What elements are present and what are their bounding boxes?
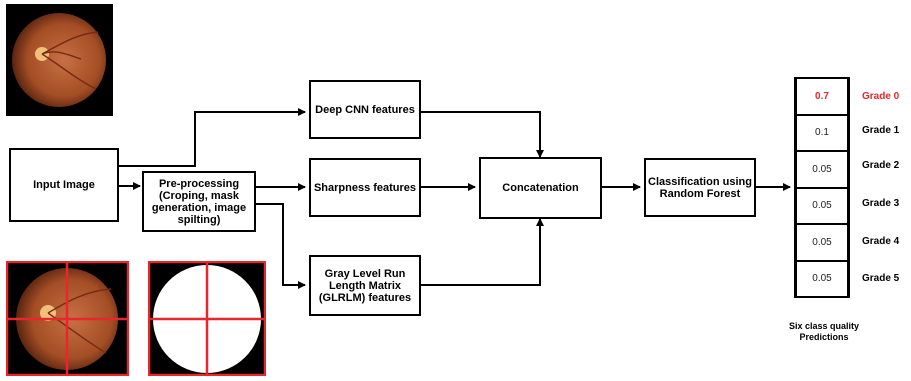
grade-label: Grade 3	[862, 198, 900, 209]
glrlm-features-node: Gray Level Run Length Matrix (GLRLM) fea…	[309, 255, 421, 316]
split-mask-image	[148, 261, 266, 376]
input-image-label: Input Image	[33, 179, 95, 191]
preprocessing-node: Pre-processing (Croping, mask generation…	[142, 171, 256, 232]
prediction-value-cell: 0.1	[796, 114, 848, 151]
classification-label: Classification using Random Forest	[648, 175, 752, 200]
classification-node: Classification using Random Forest	[644, 158, 756, 217]
grade-label: Grade 0	[862, 91, 900, 102]
sharpness-features-label: Sharpness features	[313, 181, 417, 194]
grade-label: Grade 2	[862, 160, 900, 171]
fundus-image	[6, 4, 113, 116]
prediction-value-cell: 0.05	[796, 187, 848, 224]
grade-label: Grade 1	[862, 125, 900, 136]
prediction-value-cell: 0.05	[796, 224, 848, 261]
grade-label: Grade 5	[862, 273, 900, 284]
input-image-node: Input Image	[9, 148, 119, 222]
predictions-caption: Six class quality Predictions	[788, 321, 860, 342]
concatenation-node: Concatenation	[479, 157, 602, 219]
prediction-value-cell: 0.05	[796, 260, 848, 297]
glrlm-features-label: Gray Level Run Length Matrix (GLRLM) fea…	[318, 267, 412, 304]
prediction-value-cell: 0.05	[796, 151, 848, 188]
grade-label: Grade 4	[862, 236, 900, 247]
preprocessing-label: Pre-processing (Croping, mask generation…	[151, 177, 247, 226]
cnn-features-label: Deep CNN features	[315, 103, 415, 116]
sharpness-features-node: Sharpness features	[309, 158, 421, 217]
prediction-value-cell: 0.7	[796, 78, 848, 115]
split-fundus-image	[6, 261, 129, 376]
cnn-features-node: Deep CNN features	[309, 80, 421, 139]
concatenation-label: Concatenation	[502, 182, 579, 194]
